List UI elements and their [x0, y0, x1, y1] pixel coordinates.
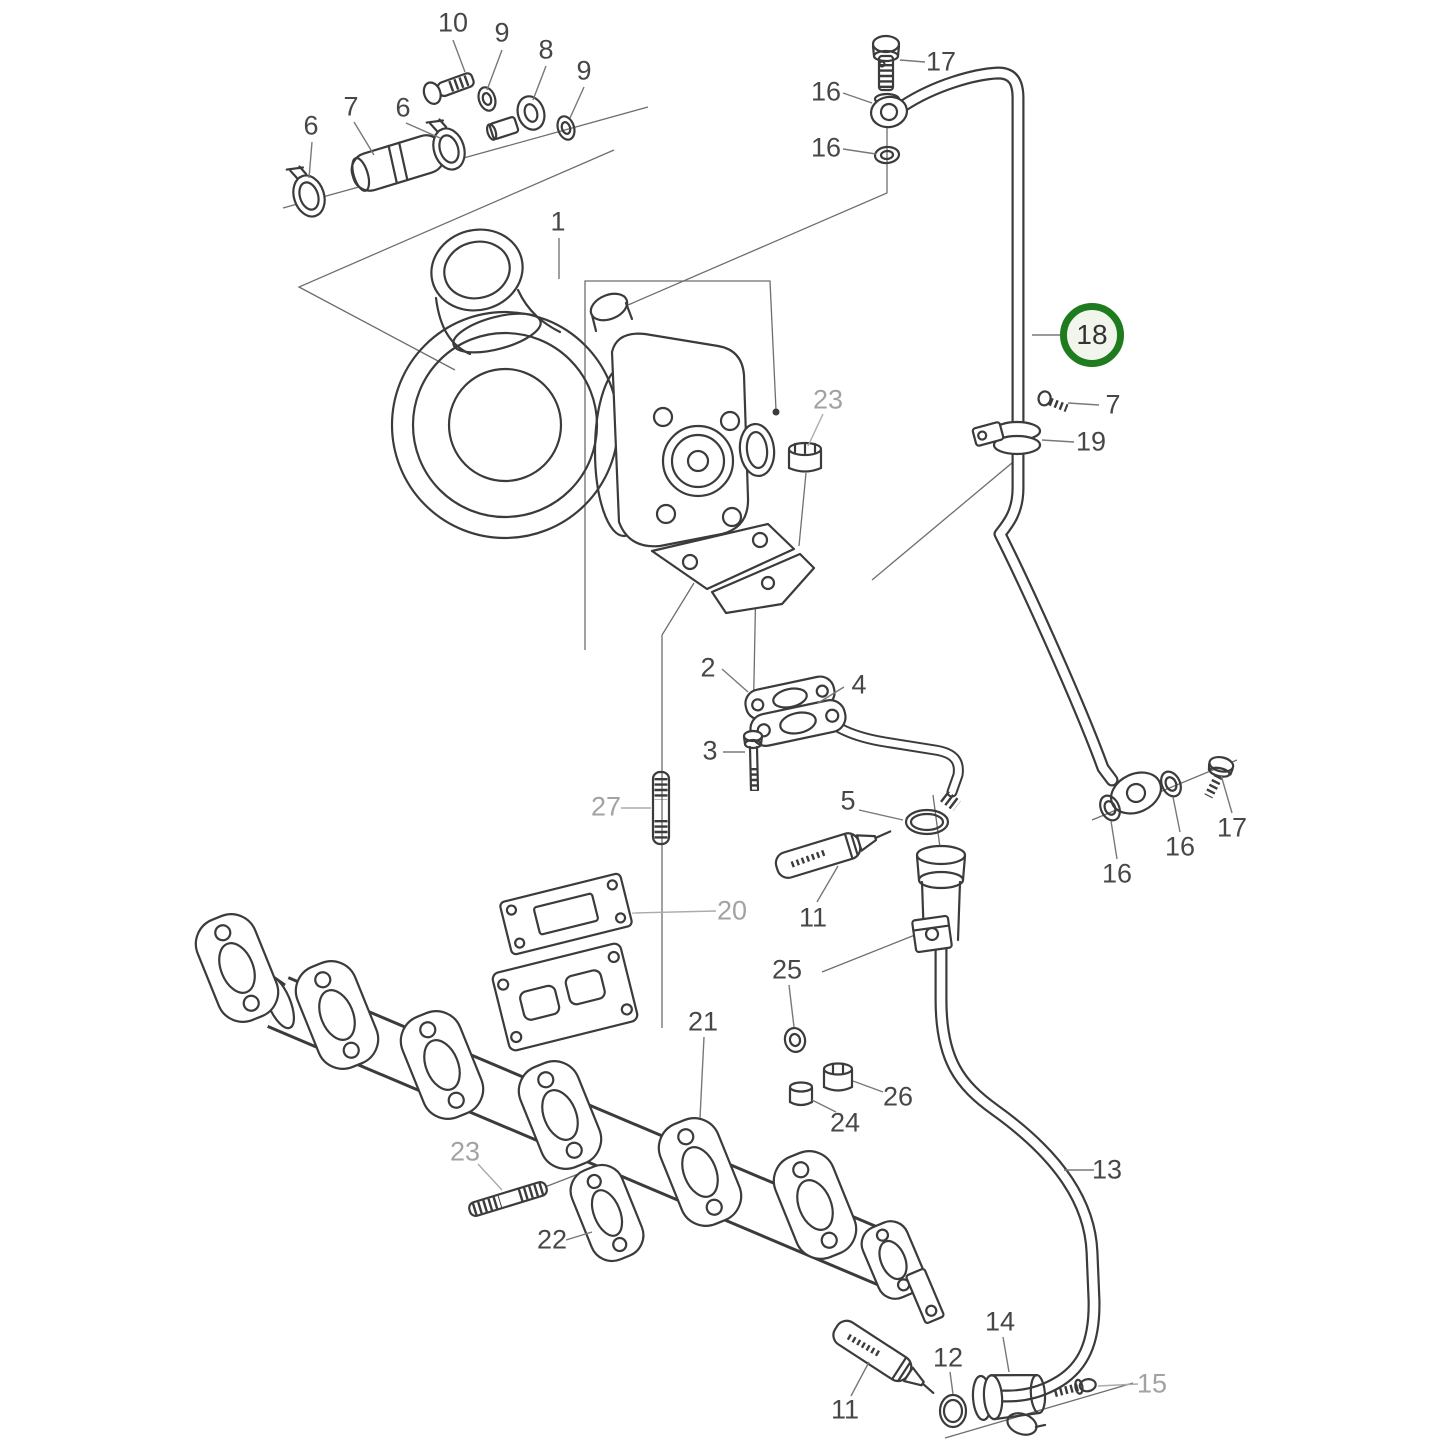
hose-7	[350, 134, 446, 192]
part-label-24: 24	[829, 1107, 861, 1138]
part-label-17b: 17	[1216, 812, 1248, 843]
bolt-15	[1053, 1378, 1097, 1397]
turbo-gasket-20	[499, 872, 633, 956]
sealant-tube-11-bottom	[832, 1319, 935, 1394]
oil-drain-hose-13	[911, 914, 1101, 1436]
part-label-9a: 9	[494, 17, 510, 48]
part-label-13: 13	[1091, 1154, 1123, 1185]
part-label-7b: 7	[1105, 389, 1121, 420]
part-label-16b: 16	[810, 132, 842, 163]
part-label-10: 10	[437, 7, 469, 38]
banjo-bolt-17	[1204, 755, 1235, 799]
part-label-23a: 23	[812, 384, 844, 415]
part-label-21: 21	[687, 1006, 719, 1037]
part-label-27: 27	[590, 791, 622, 822]
sealing-washer-16	[1099, 794, 1121, 822]
part-label-7a: 7	[343, 91, 359, 122]
part-label-4: 4	[851, 669, 867, 700]
manifold-flange	[517, 1060, 603, 1170]
part-label-17a: 17	[925, 46, 957, 77]
manifold-flange	[657, 1117, 743, 1227]
part-label-15: 15	[1136, 1368, 1168, 1399]
bolt-10	[422, 72, 475, 105]
part-label-14: 14	[984, 1306, 1016, 1337]
turbocharger	[390, 228, 816, 615]
part-label-9b: 9	[576, 55, 592, 86]
o-ring-12	[938, 1393, 968, 1429]
banjo-bolt-17	[871, 34, 901, 92]
manifold-gasket-22	[569, 1163, 645, 1263]
part-label-16c: 16	[1164, 831, 1196, 862]
manifold-flange	[294, 960, 380, 1070]
leader-lines	[308, 39, 1233, 1397]
sealant-tube-11-mid	[774, 830, 892, 879]
drain-connector	[915, 844, 967, 942]
sealing-washer-16	[1160, 770, 1182, 798]
stud-27	[651, 770, 671, 846]
part-label-22: 22	[536, 1224, 568, 1255]
part-label-1: 1	[550, 206, 566, 237]
hose-clamp	[1006, 1412, 1047, 1436]
oil-supply-pipe-18	[869, 34, 1235, 822]
fitting-kit-top-left	[285, 72, 576, 218]
washer-25	[783, 1026, 807, 1054]
manifold-flange	[194, 913, 280, 1023]
part-label-2: 2	[700, 652, 716, 683]
manifold-outlet-flange	[491, 942, 639, 1052]
clamp-bolt-7	[1037, 390, 1069, 412]
part-label-6b: 6	[395, 92, 411, 123]
banjo-end	[1110, 771, 1162, 815]
manifold-flange	[772, 1150, 858, 1260]
part-label-6a: 6	[303, 110, 319, 141]
spacer	[485, 116, 520, 141]
part-label-16d: 16	[1101, 858, 1133, 889]
nut-24	[788, 1081, 814, 1107]
highlight-part-number: 18	[1076, 319, 1108, 350]
part-label-5: 5	[840, 785, 856, 816]
part-label-25: 25	[771, 954, 803, 985]
exhaust-manifold	[194, 872, 945, 1325]
o-ring-5	[904, 808, 950, 836]
nut-23	[787, 441, 823, 473]
part-label-3: 3	[702, 735, 718, 766]
part-label-11b: 11	[830, 1394, 860, 1425]
hose-clamp	[911, 914, 953, 954]
part-label-23b: 23	[449, 1136, 481, 1167]
part-label-8: 8	[538, 34, 554, 65]
sealing-washer-16	[873, 145, 901, 165]
washer-9	[477, 86, 497, 112]
oil-return-elbow	[742, 675, 967, 942]
part-label-20: 20	[716, 895, 748, 926]
part-label-12: 12	[932, 1342, 964, 1373]
hose-clamp-6	[285, 165, 326, 218]
part-label-19: 19	[1075, 426, 1107, 457]
pipe-clamp-19	[971, 420, 1042, 456]
manifold-flange	[399, 1010, 485, 1120]
hose-clamp-6	[425, 118, 466, 171]
washer-9	[556, 115, 576, 141]
part-label-16a: 16	[810, 76, 842, 107]
manifold-stud-23	[468, 1181, 548, 1217]
part-label-11a: 11	[798, 902, 828, 933]
flange-bolt-3	[742, 729, 764, 792]
nut-26	[822, 1062, 854, 1092]
manifold-bracket	[905, 1267, 945, 1325]
part-label-26: 26	[882, 1081, 914, 1112]
banjo-union-8	[516, 95, 546, 131]
highlight-circle-18: 18	[1060, 303, 1124, 367]
connector-14	[971, 1373, 1047, 1422]
